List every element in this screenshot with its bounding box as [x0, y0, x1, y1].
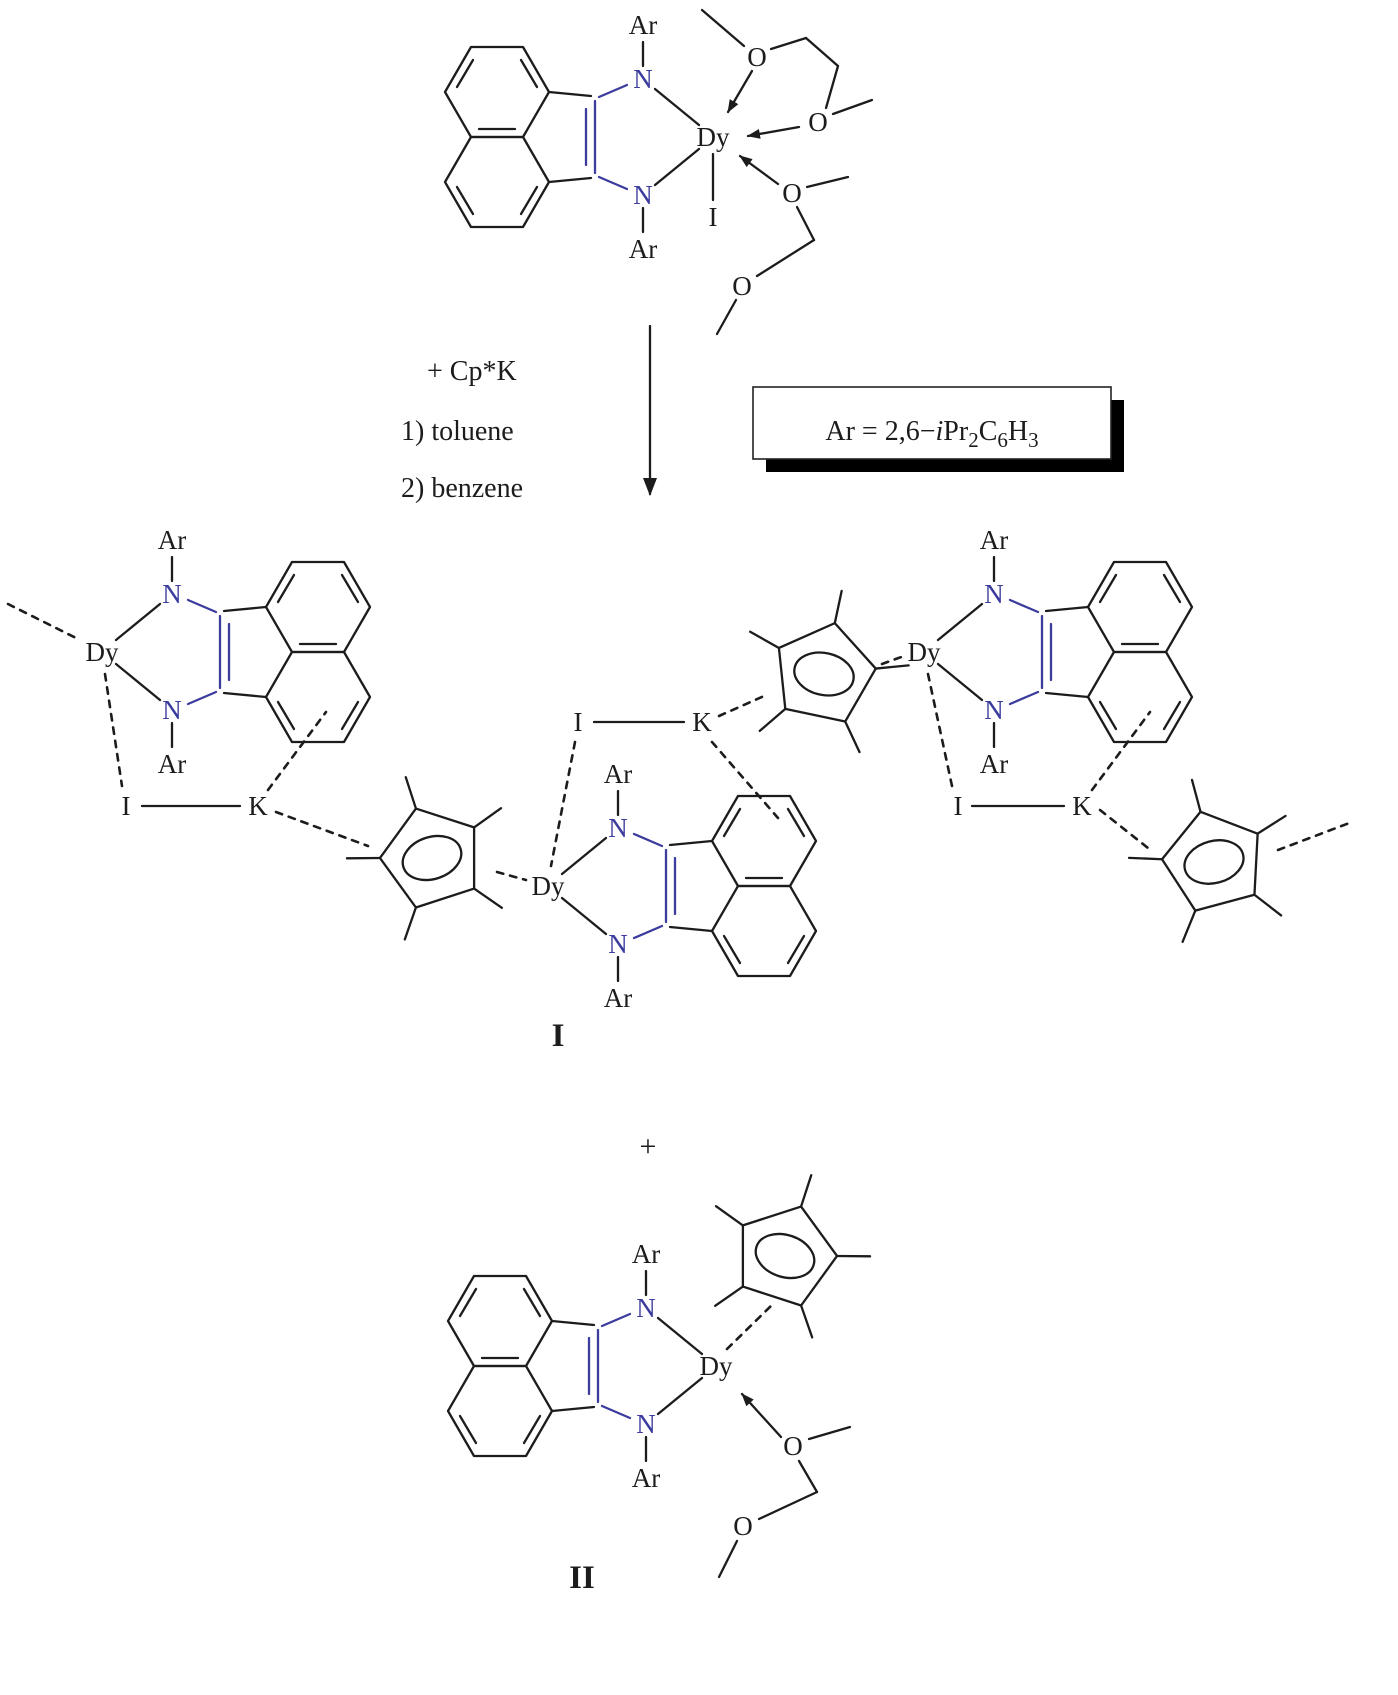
k-cp-dashed-bond: [1098, 808, 1150, 850]
cpstar-ring: [685, 1148, 890, 1348]
n-label: N: [984, 579, 1004, 609]
k-label: K: [248, 791, 268, 821]
dy-iodide-dashed-bond: [103, 672, 124, 788]
n-label: N: [633, 180, 653, 210]
product-i-fragment-right: Ar N N Ar Dy I K: [908, 525, 1354, 951]
box-frame: [752, 386, 1112, 460]
ar-label: Ar: [632, 1239, 661, 1269]
cp-dy-dashed-bond: [495, 870, 528, 882]
k-arene-dashed-bond: [266, 710, 328, 792]
ar-label: Ar: [158, 525, 187, 555]
n-label: N: [162, 695, 182, 725]
reaction-conditions: + Cp*K 1) toluene 2) benzene: [401, 324, 657, 504]
o-dy-dative-arrow: [738, 154, 780, 186]
cpstar-ring: [1112, 757, 1312, 951]
o-dy-dative-arrow: [726, 69, 754, 114]
o-dy-dative-arrow: [740, 1392, 783, 1439]
product-i: Ar N N Ar Dy I K Ar N N Ar Dy I K Ar N N: [6, 525, 1354, 1054]
dy-iodide-dashed-bond: [926, 672, 954, 788]
k-label: K: [692, 707, 712, 737]
dy-label: Dy: [86, 637, 119, 667]
o-label: O: [808, 107, 828, 137]
product-ii: Ar N N Ar Dy O O II: [446, 1148, 890, 1596]
k-label: K: [1072, 791, 1092, 821]
k-cp-dashed-bond: [274, 810, 370, 848]
plus-sign: +: [640, 1130, 657, 1163]
o-label: O: [733, 1511, 753, 1541]
n-label: N: [608, 813, 628, 843]
bian-ligand: [446, 1269, 704, 1463]
bian-ligand: [936, 555, 1194, 749]
iodide-label: I: [954, 791, 963, 821]
n-label: N: [636, 1409, 656, 1439]
bian-ligand: [114, 555, 372, 749]
chain-continuation-bond: [1276, 820, 1354, 852]
product-i-fragment-left: Ar N N Ar Dy I K: [6, 525, 532, 950]
ar-label: Ar: [632, 1463, 661, 1493]
compound-ii-label: II: [569, 1560, 595, 1596]
product-i-fragment-center: Ar N N Ar Dy I K: [532, 572, 923, 1013]
ar-label: Ar: [604, 759, 633, 789]
n-label: N: [984, 695, 1004, 725]
iodide-label: I: [122, 791, 131, 821]
n-label: N: [162, 579, 182, 609]
o-label: O: [782, 178, 802, 208]
iodide-label: I: [709, 202, 718, 232]
o-label: O: [747, 42, 767, 72]
step-2-text: 2) benzene: [401, 473, 523, 504]
reagent-text: + Cp*K: [427, 356, 517, 387]
k-arene-dashed-bond: [710, 740, 780, 820]
ar-label: Ar: [158, 749, 187, 779]
cp-dy-dashed-bond: [880, 654, 906, 666]
cpstar-ring: [729, 572, 923, 760]
o-label: O: [783, 1431, 803, 1461]
dy-label: Dy: [908, 637, 941, 667]
step-1-text: 1) toluene: [401, 416, 514, 447]
chain-continuation-bond: [6, 602, 82, 642]
ar-label: Ar: [604, 983, 633, 1013]
ar-label: Ar: [980, 525, 1009, 555]
ar-definition-text: Ar = 2,6−iPr2C6H3: [825, 416, 1038, 452]
cpstar-ring: [327, 750, 532, 950]
compound-i-label: I: [552, 1018, 565, 1054]
dy-label: Dy: [697, 122, 730, 152]
ar-definition-box: Ar = 2,6−iPr2C6H3: [752, 386, 1124, 472]
n-label: N: [633, 64, 653, 94]
k-cp-dashed-bond: [717, 694, 766, 718]
o-dy-dative-arrow: [746, 125, 801, 139]
bian-ligand: [443, 40, 701, 234]
ar-label: Ar: [629, 234, 658, 264]
n-label: N: [636, 1293, 656, 1323]
ar-label: Ar: [629, 10, 658, 40]
n-label: N: [608, 929, 628, 959]
dme-ligand: [717, 1392, 852, 1579]
dy-iodide-dashed-bond: [549, 740, 577, 868]
bian-ligand: [560, 789, 818, 983]
dy-label: Dy: [700, 1351, 733, 1381]
dy-label: Dy: [532, 871, 565, 901]
reactant-complex: Ar N N Ar Dy I O O O O: [443, 8, 874, 336]
glyme-ligand: [700, 8, 874, 336]
k-arene-dashed-bond: [1090, 710, 1152, 792]
o-label: O: [732, 271, 752, 301]
dy-cp-dashed-bond: [725, 1301, 776, 1351]
ar-label: Ar: [980, 749, 1009, 779]
iodide-label: I: [574, 707, 583, 737]
